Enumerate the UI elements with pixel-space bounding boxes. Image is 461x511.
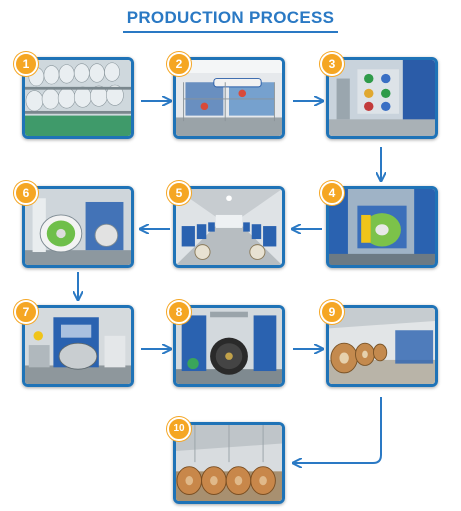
step-3-photo	[326, 57, 438, 139]
step-badge: 10	[167, 417, 191, 441]
step-7-photo	[22, 305, 134, 387]
step-badge: 8	[167, 300, 191, 324]
arrow-9-10	[294, 397, 382, 463]
step-10-photo	[173, 422, 285, 504]
step-badge: 6	[14, 181, 38, 205]
step-8-photo	[173, 305, 285, 387]
step-badge: 7	[14, 300, 38, 324]
step-badge: 1	[14, 52, 38, 76]
step-5-photo	[173, 186, 285, 268]
step-badge: 5	[167, 181, 191, 205]
step-4-photo	[326, 186, 438, 268]
step-6-photo	[22, 186, 134, 268]
step-1-photo	[22, 57, 134, 139]
step-badge: 9	[320, 300, 344, 324]
step-badge: 3	[320, 52, 344, 76]
step-badge: 4	[320, 181, 344, 205]
page-title: PRODUCTION PROCESS	[126, 8, 335, 27]
step-9-photo	[326, 305, 438, 387]
step-badge: 2	[167, 52, 191, 76]
title-underline	[123, 31, 338, 33]
step-2-photo	[173, 57, 285, 139]
